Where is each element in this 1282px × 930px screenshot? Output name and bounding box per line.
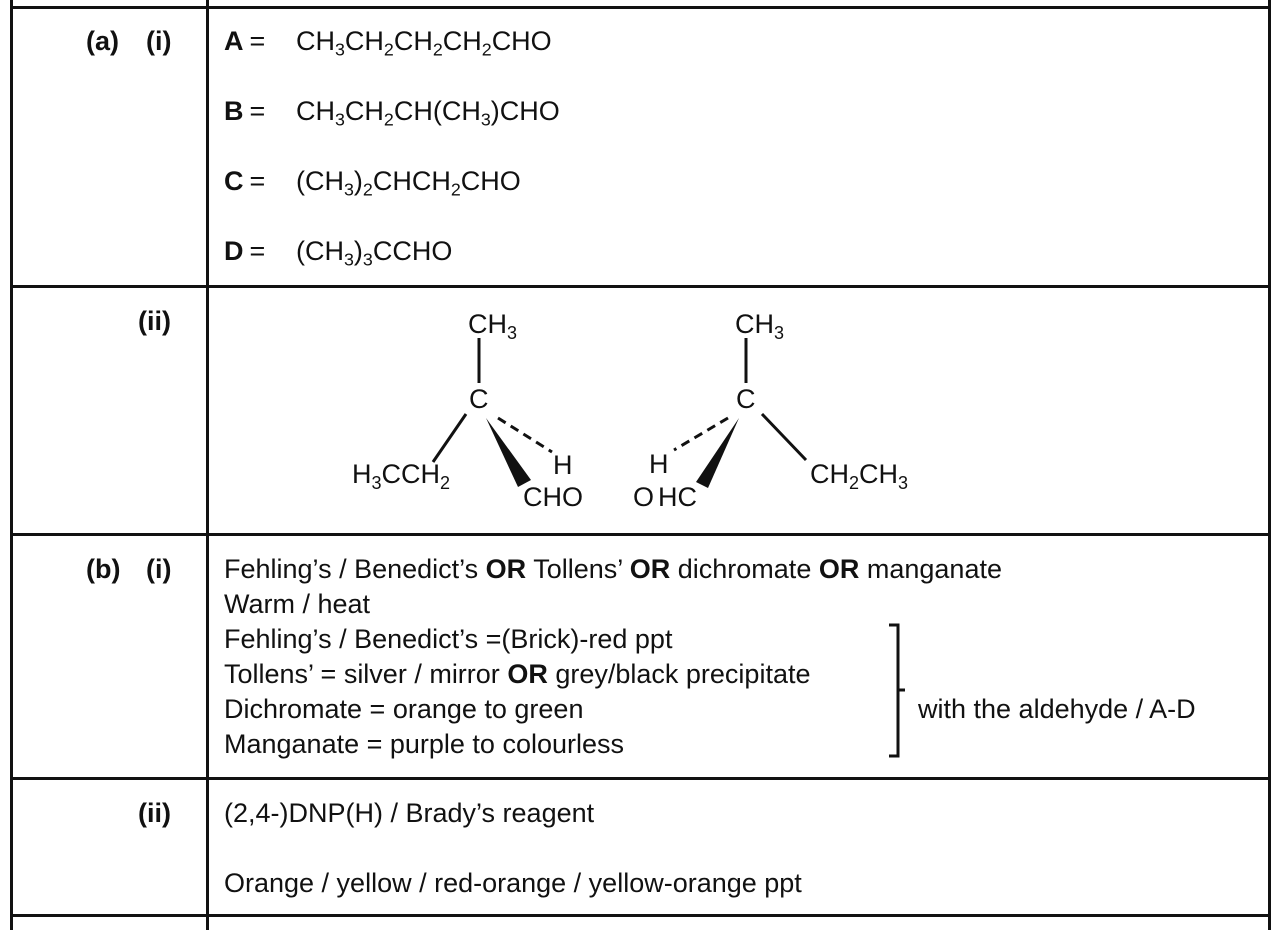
formula-part: CCHO: [372, 236, 453, 266]
table-border-top: [12, 6, 1270, 9]
question-label-a-ii: (ii): [138, 306, 171, 336]
formula-subscript: 2: [362, 179, 373, 200]
structure-formula: CH3CH2CH2CH2CHO: [296, 26, 552, 60]
formula-subscript: 2: [432, 39, 443, 60]
row-divider-4: [12, 914, 1270, 917]
right-ch3-label: CH3: [735, 309, 784, 343]
question-label-a: (a): [86, 26, 119, 56]
structure-formula: (CH3)3CCHO: [296, 236, 453, 270]
formula-part: CHO: [460, 166, 521, 196]
reagent-tollens: Tollens’: [533, 554, 623, 584]
formula-subscript: 2: [481, 39, 492, 60]
or-keyword: OR: [818, 554, 860, 584]
formula-part: ): [353, 236, 363, 266]
left-h-label: H: [553, 450, 573, 480]
formula-part: CH: [344, 26, 384, 56]
table-border-right: [1268, 0, 1271, 930]
right-bond-ethyl: [760, 412, 808, 462]
formula-part: (CH: [296, 166, 344, 196]
left-bond-ethyl: [431, 413, 468, 463]
reagent-options-line: Fehling’s / Benedict’s OR Tollens’ OR di…: [224, 552, 1002, 587]
formula-subscript: 2: [383, 109, 394, 130]
formula-part: )CHO: [490, 96, 560, 126]
structure-formula: CH3CH2CH(CH3)CHO: [296, 96, 560, 130]
question-label-b-i: (i): [146, 554, 172, 584]
reagent-dichromate: dichromate: [677, 554, 812, 584]
formula-subscript: 3: [335, 109, 345, 130]
equals-sign: =: [249, 236, 266, 266]
equals-sign: =: [249, 26, 266, 56]
row-divider-2: [12, 533, 1270, 536]
observation-fehling: Fehling’s / Benedict’s =(Brick)-red ppt: [224, 624, 673, 654]
formula-subscript: 3: [362, 249, 373, 270]
structure-formula: (CH3)2CHCH2CHO: [296, 166, 521, 200]
column-divider: [206, 0, 209, 930]
or-keyword: OR: [485, 554, 527, 584]
formula-part: CH: [442, 26, 482, 56]
formula-part: CH: [344, 96, 384, 126]
left-wedge-cho: [486, 418, 531, 487]
observation-manganate: Manganate = purple to colourless: [224, 729, 625, 759]
question-label-a-i: (i): [146, 26, 172, 56]
row-divider-3: [12, 777, 1270, 780]
structure-row: D=(CH3)3CCHO: [224, 236, 452, 268]
formula-subscript: 3: [480, 109, 491, 130]
observation-dichromate: Dichromate = orange to green: [224, 694, 584, 724]
formula-part: CH(CH: [393, 96, 481, 126]
question-label-b-ii: (ii): [138, 798, 171, 828]
question-label-b: (b): [86, 554, 121, 584]
right-ethyl-label: CH2CH3: [810, 459, 908, 493]
structure-letter: B: [224, 96, 244, 126]
tollens-observation-a: Tollens’ = silver / mirror: [224, 659, 500, 689]
left-ethyl-label: H3CCH2: [352, 459, 450, 493]
row-divider-1: [12, 285, 1270, 288]
formula-part: CHCH: [372, 166, 451, 196]
left-cho-label: CHO: [523, 482, 583, 512]
conditions-line: Warm / heat: [224, 589, 371, 619]
structure-letter: C: [224, 166, 244, 196]
right-wedge-cho: [696, 418, 739, 488]
structure-row: B=CH3CH2CH(CH3)CHO: [224, 96, 560, 128]
bracket-symbol: [889, 623, 905, 758]
formula-part: ): [353, 166, 363, 196]
observation-tollens: Tollens’ = silver / mirror OR grey/black…: [224, 657, 810, 692]
bracket-note: with the aldehyde / A-D: [918, 694, 1196, 724]
structure-letter: A: [224, 26, 244, 56]
formula-part: CH: [296, 26, 335, 56]
table-border-left: [10, 0, 13, 930]
dnp-observation-line: Orange / yellow / red-orange / yellow-or…: [224, 868, 802, 898]
or-keyword: OR: [507, 659, 548, 689]
formula-part: CH: [296, 96, 335, 126]
structure-row: C=(CH3)2CHCH2CHO: [224, 166, 521, 198]
equals-sign: =: [249, 96, 266, 126]
reagent-fehling: Fehling’s / Benedict’s: [224, 554, 479, 584]
formula-subscript: 2: [450, 179, 461, 200]
left-bond-hash-h: [497, 416, 553, 454]
dnp-reagent-line: (2,4-)DNP(H) / Brady’s reagent: [224, 798, 595, 828]
formula-subscript: 3: [344, 249, 354, 270]
equals-sign: =: [249, 166, 266, 196]
formula-subscript: 3: [335, 39, 345, 60]
formula-part: (CH: [296, 236, 344, 266]
structure-row: A=CH3CH2CH2CH2CHO: [224, 26, 552, 58]
or-keyword: OR: [629, 554, 671, 584]
formula-subscript: 2: [383, 39, 394, 60]
enantiomer-left: CH3 C H3CCH2 H CHO: [352, 309, 583, 512]
right-bond-hash-h: [673, 416, 729, 452]
structure-letter: D: [224, 236, 244, 266]
formula-part: CH: [393, 26, 433, 56]
left-ch3-label: CH3: [468, 309, 517, 343]
formula-part: CHO: [491, 26, 552, 56]
formula-subscript: 3: [344, 179, 354, 200]
right-center-carbon: C: [736, 384, 756, 414]
right-h-label: H: [649, 449, 669, 479]
tollens-observation-b: grey/black precipitate: [555, 659, 811, 689]
reagent-manganate: manganate: [866, 554, 1002, 584]
left-center-carbon: C: [469, 384, 489, 414]
